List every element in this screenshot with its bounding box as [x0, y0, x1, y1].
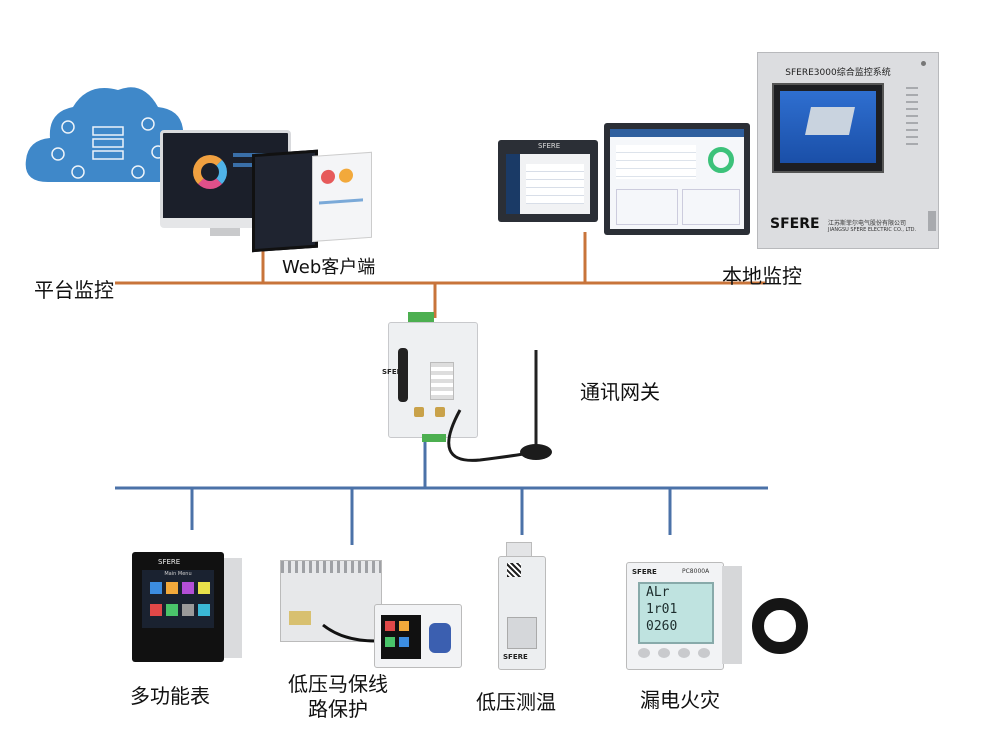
hmi-panel-large	[604, 123, 750, 235]
temp-brand: SFERE	[503, 653, 528, 661]
lcd-line-3: 0260	[646, 619, 678, 634]
cabinet-screen	[772, 83, 884, 173]
label-multifunction-meter: 多功能表	[130, 684, 210, 708]
leak-brand: SFERE	[632, 568, 657, 576]
antenna-cable-icon	[447, 350, 552, 462]
current-transformer-icon	[752, 598, 808, 654]
lcd-line-2: 1r01	[646, 602, 678, 617]
lcd-line-1: ALr	[646, 585, 670, 600]
label-temperature: 低压测温	[476, 690, 556, 714]
label-platform-monitoring: 平台监控	[34, 278, 114, 302]
leakage-fire-detector: SFERE PC8000A ALr 1r01 0260	[626, 562, 746, 672]
label-gateway: 通讯网关	[580, 380, 660, 404]
label-leakage-fire: 漏电火灾	[640, 688, 720, 712]
gateway-brand: SFERE	[382, 368, 407, 376]
label-web-client: Web客户端	[282, 257, 376, 278]
cabinet-company-cn: 江苏斯菲尔电气股份有限公司	[828, 220, 907, 227]
temperature-module: SFERE	[494, 542, 552, 670]
motor-protector	[278, 560, 468, 670]
hmi-panel-small: SFERE	[498, 140, 598, 222]
leak-lcd: ALr 1r01 0260	[638, 582, 714, 644]
web-client-tablet	[252, 146, 372, 253]
cabinet-company-en: JIANGSU SFERE ELECTRIC CO., LTD.	[828, 227, 917, 233]
label-motor-protection: 低压马保线路保护	[288, 672, 388, 721]
cabinet-title: SFERE3000综合监控系统	[785, 68, 891, 78]
antenna-stub-icon	[398, 348, 408, 402]
meter-menu-title: Main Menu	[164, 571, 192, 577]
communication-gateway: SFERE	[380, 312, 484, 442]
cabinet-brand: SFERE	[770, 216, 820, 232]
meter-brand: SFERE	[158, 558, 181, 566]
multifunction-meter: SFERE Main Menu	[132, 552, 244, 664]
monitoring-cabinet: SFERE3000综合监控系统 SFERE 江苏斯菲尔电气股份有限公司 JIAN…	[757, 52, 939, 249]
label-local-monitoring: 本地监控	[722, 264, 802, 288]
cloud-icon	[25, 87, 185, 182]
leak-model: PC8000A	[682, 568, 710, 575]
